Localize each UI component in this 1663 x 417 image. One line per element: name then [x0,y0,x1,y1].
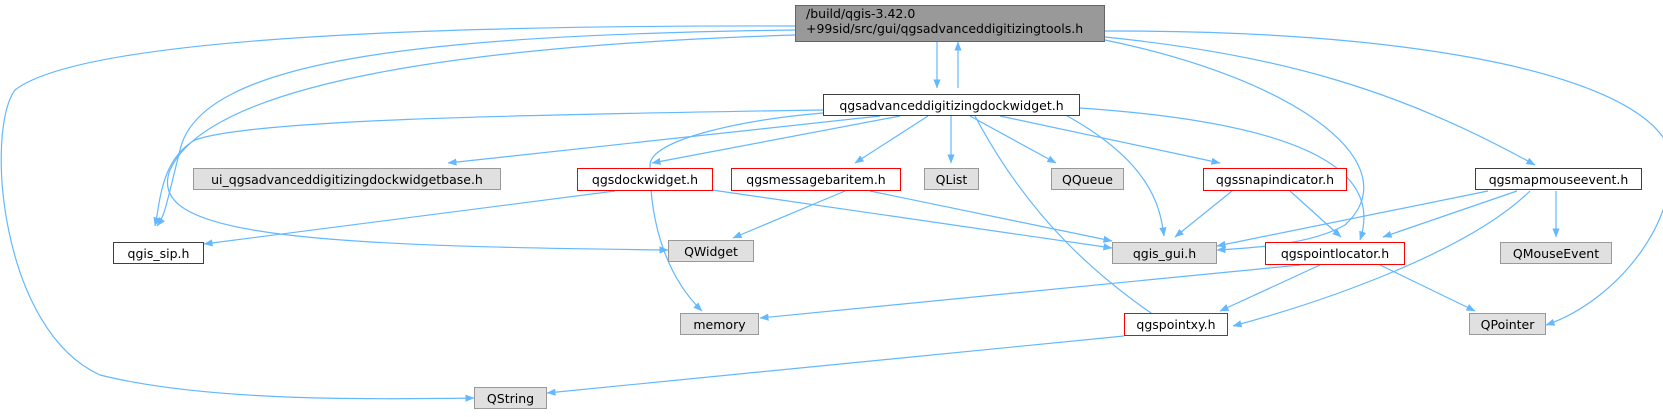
edge-root-to-qpointer [1104,30,1663,326]
edge-messagebaritem-to-qgis-gui [869,190,1113,243]
edge-dockwidget-to-qgis-sip [153,109,824,227]
node-pointlocator[interactable]: qgspointlocator.h [1265,242,1405,265]
root-file-node[interactable]: /build/qgis-3.42.0 +99sid/src/gui/qgsadv… [795,5,1105,42]
edge-dockwidget-to-qqueue [969,115,1057,164]
node-memory[interactable]: memory [680,313,759,335]
edge-root-to-qgis-sip [156,29,796,227]
edge-dockwidget-to-memory [649,112,824,312]
edge-dockwidget-to-ui-base [447,115,881,166]
node-qstring[interactable]: QString [474,387,547,409]
root-path-line-1: /build/qgis-3.42.0 [806,6,916,21]
node-messagebaritem[interactable]: qgsmessagebaritem.h [731,168,901,191]
edge-qgsdockwidget-to-qgis-gui [711,189,1113,251]
node-qmouseevent[interactable]: QMouseEvent [1500,242,1612,264]
node-qlist[interactable]: QList [924,168,979,190]
edge-mapmouseevent-to-pointlocator [1382,190,1518,238]
node-pointxy[interactable]: qgspointxy.h [1124,313,1228,336]
node-ui-dockwidget-base[interactable]: ui_qgsadvanceddigitizingdockwidgetbase.h [193,168,501,190]
edge-messagebaritem-to-qwidget [732,190,846,239]
node-qqueue[interactable]: QQueue [1051,168,1124,190]
node-mapmouseevent[interactable]: qgsmapmouseevent.h [1475,168,1642,190]
edge-root-to-qgis-gui [1104,39,1365,254]
node-advanced-digitizing-dockwidget[interactable]: qgsadvanceddigitizingdockwidget.h [823,94,1080,116]
edge-dockwidget-to-qgis-gui [1059,111,1167,237]
edge-snapindicator-to-pointlocator [1289,190,1342,238]
edge-pointlocator-to-memory [759,264,1301,321]
edge-root-to-qwidget [166,34,796,254]
node-qgis-gui[interactable]: qgis_gui.h [1112,242,1217,264]
edge-dockwidget-to-messagebaritem [854,115,929,164]
node-qgsdockwidget[interactable]: qgsdockwidget.h [577,168,713,191]
node-snapindicator[interactable]: qgssnapindicator.h [1203,168,1347,191]
edge-root-to-mapmouseevent [1104,36,1536,166]
edge-pointlocator-to-qpointer [1379,264,1476,312]
node-qgis-sip[interactable]: qgis_sip.h [113,242,204,264]
node-qpointer[interactable]: QPointer [1469,313,1546,335]
edge-mapmouseevent-to-qgis-gui [1216,190,1489,248]
edge-pointxy-to-qstring [546,335,1125,396]
edge-snapindicator-to-qgis-gui [1174,190,1233,238]
edge-qgsdockwidget-to-qgis-sip [203,190,616,247]
edge-root-to-qstring [0,25,796,402]
edge-pointlocator-to-pointxy [1219,264,1321,312]
edge-dockwidget-to-pointxy [974,115,1171,327]
edge-dockwidget-to-qgsdockwidget [651,115,901,165]
edge-mapmouseevent-to-pointxy [1232,190,1531,328]
root-path-line-2: +99sid/src/gui/qgsadvanceddigitizingtool… [806,21,1084,36]
edge-dockwidget-to-snapindicator [999,115,1221,165]
node-qwidget[interactable]: QWidget [668,240,754,262]
